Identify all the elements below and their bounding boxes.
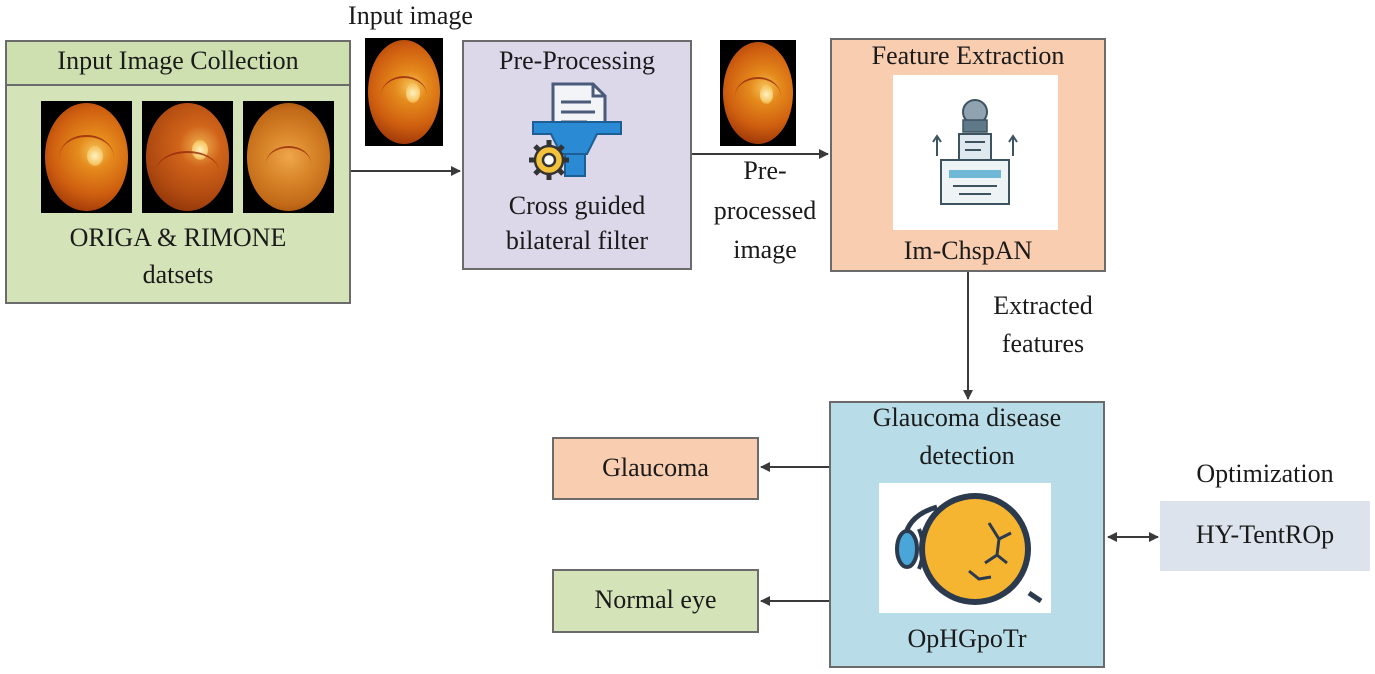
detection-title-line2: detection bbox=[919, 441, 1015, 470]
preprocessed-label-line3: image bbox=[733, 235, 797, 264]
preprocessing-method-line1: Cross guided bbox=[508, 191, 646, 220]
optimization-method-box bbox=[1160, 501, 1370, 571]
extracted-features-line1: Extracted bbox=[993, 291, 1093, 320]
optimization-label: Optimization bbox=[1196, 459, 1334, 488]
eye-anatomy-icon bbox=[879, 483, 1051, 613]
preprocessing-method-line2: bilateral filter bbox=[505, 226, 649, 255]
fundus-thumbnail-1 bbox=[41, 101, 132, 213]
preprocessed-label-line1: Pre- bbox=[743, 156, 787, 185]
glaucoma-output-label: Glaucoma bbox=[602, 453, 709, 482]
fundus-thumbnail-2 bbox=[142, 101, 233, 213]
extracted-features-line2: features bbox=[1001, 329, 1085, 358]
preprocessed-image-thumbnail bbox=[720, 40, 796, 146]
dataset-label-line2: datsets bbox=[142, 260, 214, 289]
input-image-thumbnail bbox=[365, 38, 443, 146]
feature-extraction-icon bbox=[925, 90, 1025, 210]
normal-eye-output-box bbox=[552, 569, 759, 633]
preprocessing-title: Pre-Processing bbox=[499, 46, 655, 75]
document-filter-gear-icon bbox=[525, 80, 625, 190]
preprocessed-label-line2: processed bbox=[713, 196, 817, 225]
dataset-label-line1: ORIGA & RIMONE bbox=[69, 223, 287, 252]
optimization-method-label: HY-TentROp bbox=[1195, 520, 1335, 549]
glaucoma-output-box bbox=[552, 437, 759, 500]
feature-extraction-title: Feature Extraction bbox=[871, 41, 1065, 70]
feature-extraction-model: Im-ChspAN bbox=[903, 236, 1033, 265]
detection-title-line1: Glaucoma disease bbox=[872, 403, 1062, 432]
input-image-collection-title: Input Image Collection bbox=[57, 46, 299, 75]
input-image-collection-header bbox=[5, 40, 351, 86]
detection-model: OpHGpoTr bbox=[907, 624, 1027, 653]
input-image-label: Input image bbox=[348, 1, 473, 30]
fundus-thumbnail-3 bbox=[243, 101, 334, 213]
normal-eye-output-label: Normal eye bbox=[594, 585, 717, 614]
